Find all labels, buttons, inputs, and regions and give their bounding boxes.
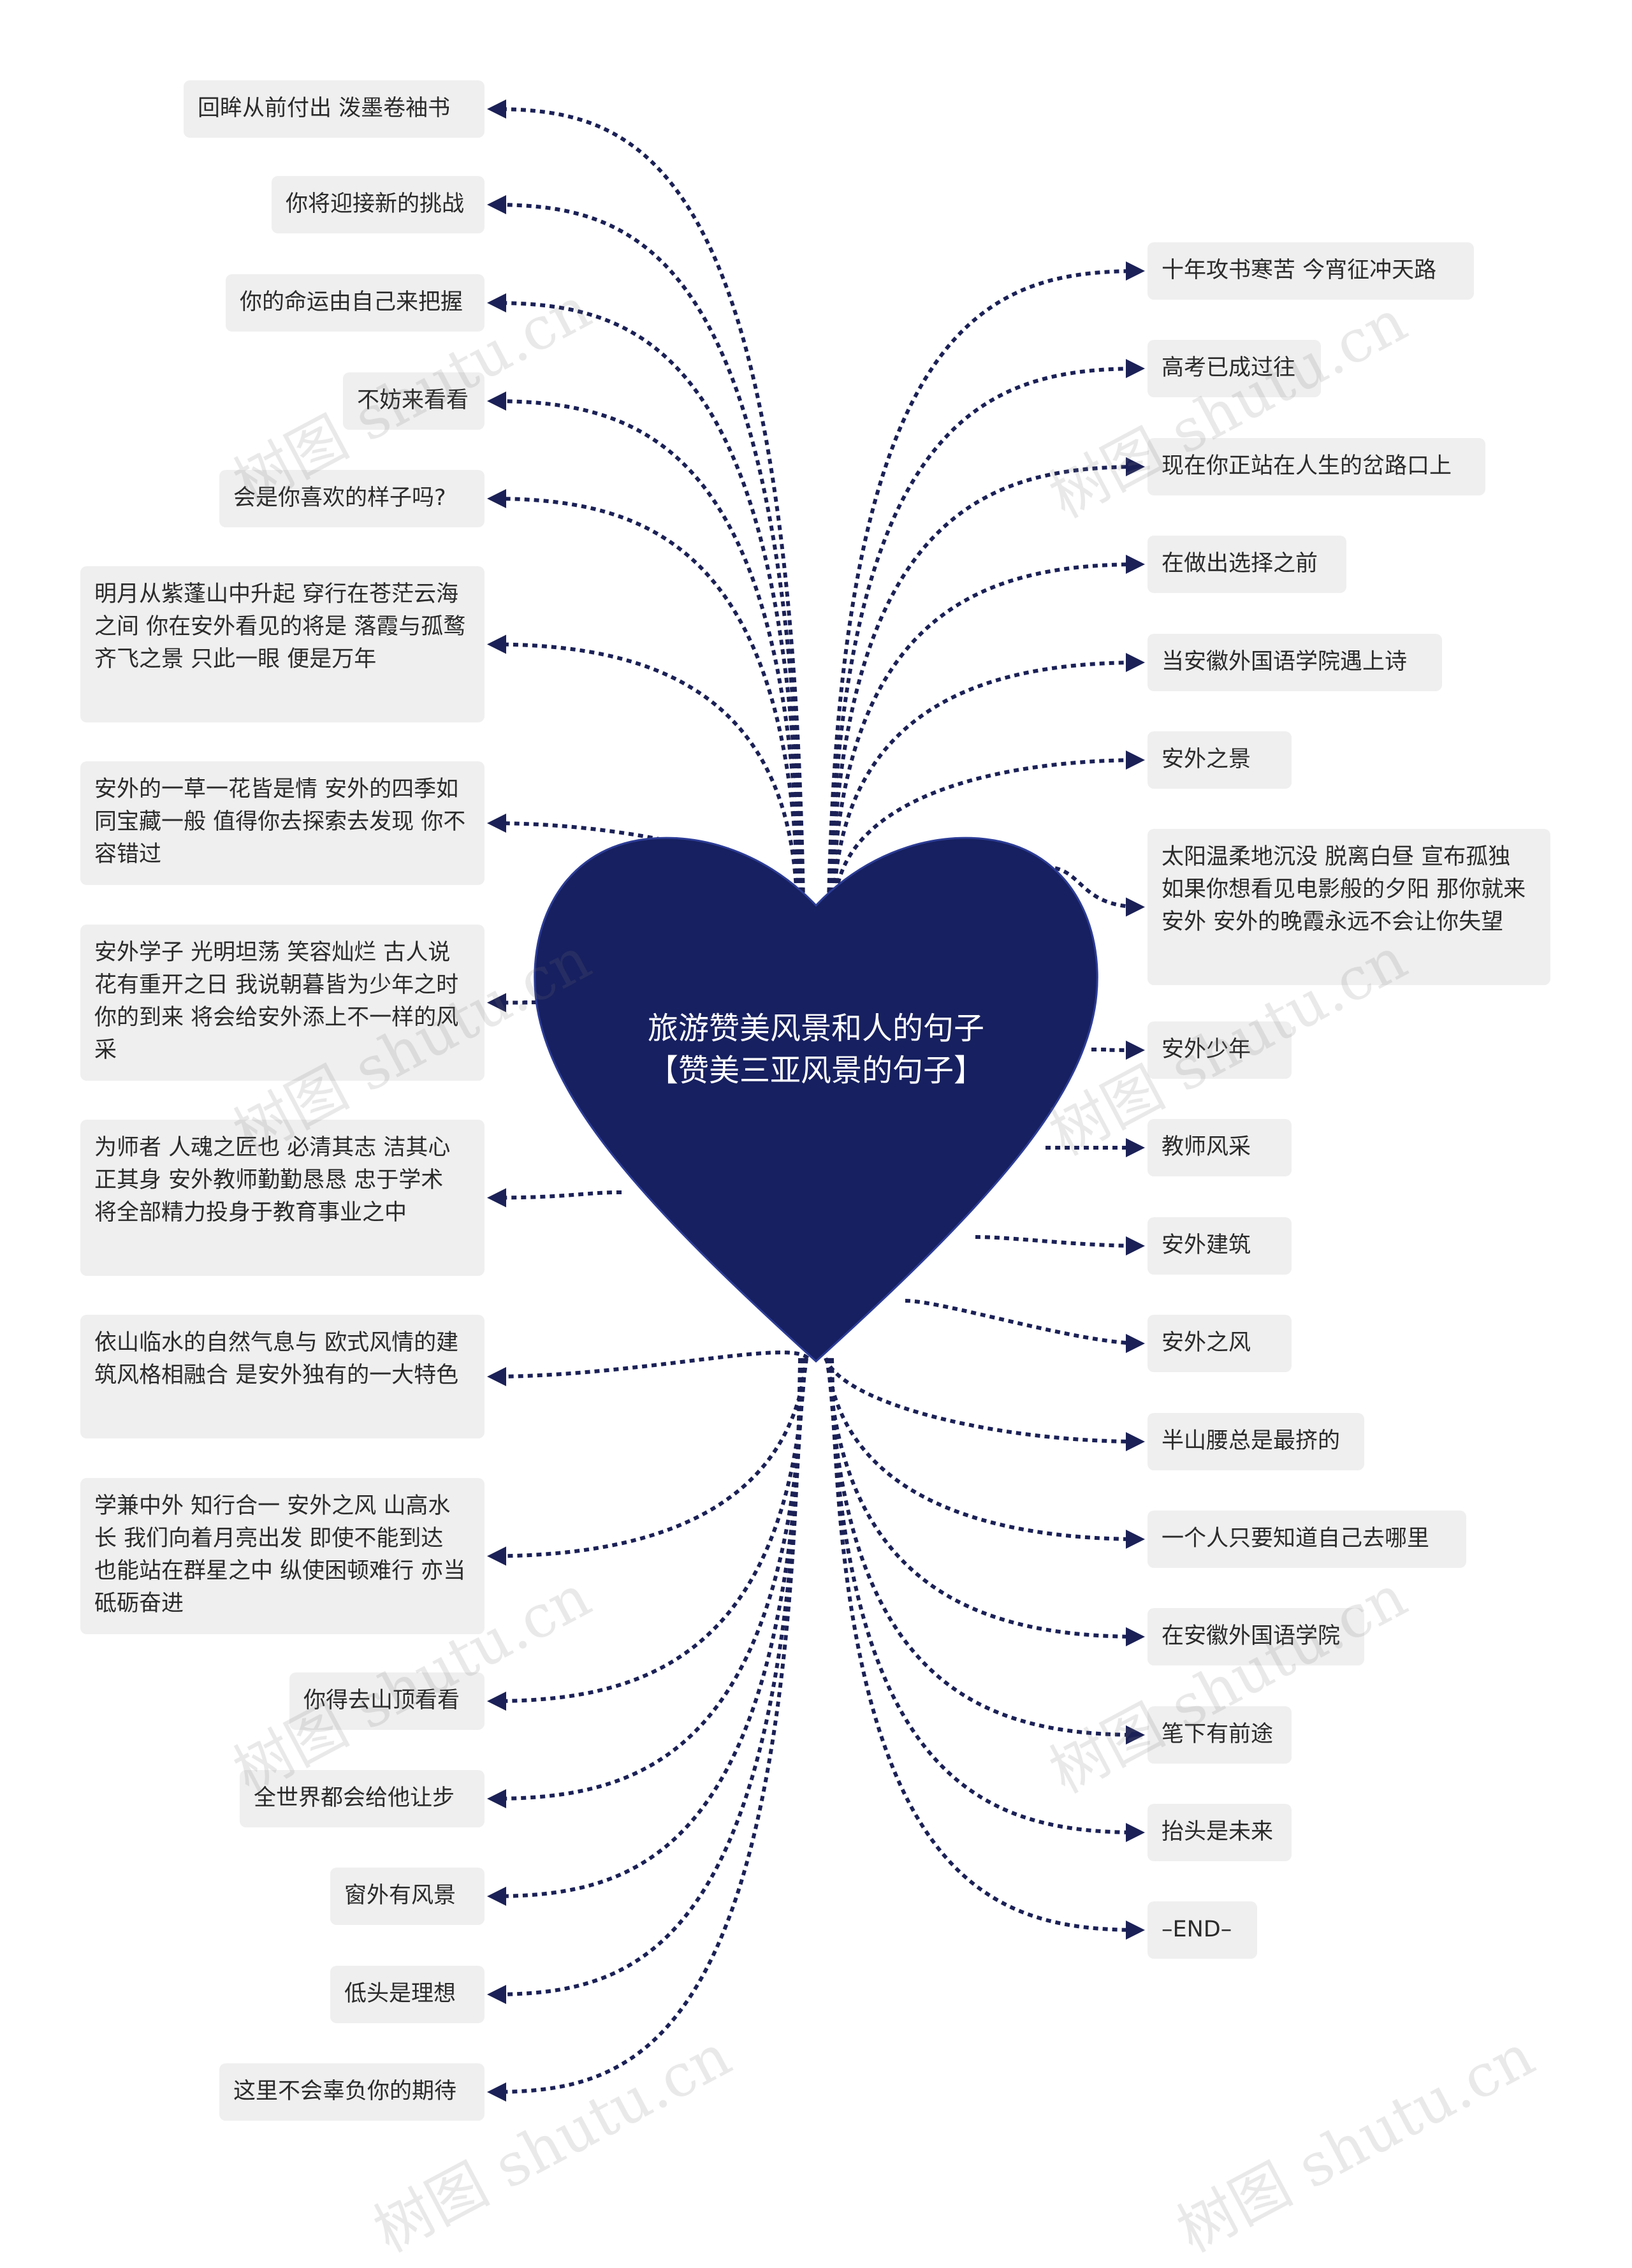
left-connector [487, 634, 799, 903]
right-connector [827, 261, 1145, 903]
right-branch-node[interactable]: 在做出选择之前 [1148, 536, 1346, 593]
right-connector [833, 750, 1145, 903]
left-connector [487, 99, 805, 903]
right-branch-node[interactable]: 半山腰总是最挤的 [1148, 1413, 1364, 1470]
right-connector [826, 1357, 1145, 1646]
right-connector [825, 1357, 1145, 1549]
right-connector [824, 1357, 1145, 1451]
left-connector [487, 1350, 810, 1386]
right-connector [905, 1299, 1145, 1353]
left-connector [487, 489, 800, 903]
central-topic-line-1: 旅游赞美风景和人的句子 [647, 1011, 984, 1046]
left-branch-node[interactable]: 你的命运由自己来把握 [226, 274, 484, 332]
left-branch-node[interactable]: 窗外有风景 [330, 1868, 484, 1925]
connector-lines [487, 99, 1145, 2102]
right-branch-node[interactable]: 现在你正站在人生的岔路口上 [1148, 438, 1485, 495]
central-topic-heart[interactable] [0, 0, 1632, 2200]
left-branch-node[interactable]: 会是你喜欢的样子吗? [219, 470, 484, 527]
left-branch-node[interactable]: 你得去山顶看看 [289, 1672, 484, 1730]
left-connector [487, 1357, 808, 1566]
right-branch-node[interactable]: 笔下有前途 [1148, 1706, 1292, 1764]
left-connector [487, 993, 537, 1013]
left-connector [487, 1357, 806, 1808]
right-connector [829, 457, 1145, 903]
left-connector [487, 1357, 803, 2004]
right-branch-node[interactable]: 抬头是未来 [1148, 1804, 1292, 1861]
left-connector [487, 1357, 802, 2102]
left-connector [487, 391, 801, 903]
right-connector [830, 1357, 1145, 1940]
left-branch-node[interactable]: 安外的一草一花皆是情 安外的四季如同宝藏一般 值得你去探索去发现 你不容错过 [80, 761, 484, 885]
left-branch-node[interactable]: 全世界都会给他让步 [240, 1770, 484, 1827]
right-connector [829, 1357, 1145, 1842]
left-connector [487, 293, 803, 903]
left-branch-node[interactable]: 学兼中外 知行合一 安外之风 山高水长 我们向着月亮出发 即使不能到达 也能站在… [80, 1478, 484, 1634]
right-branch-node[interactable]: 十年攻书寒苦 今宵征冲天路 [1148, 242, 1474, 300]
right-branch-node[interactable]: 太阳温柔地沉没 脱离白昼 宣布孤独 如果你想看见电影般的夕阳 那你就来安外 安外… [1148, 829, 1550, 985]
right-branch-node[interactable]: 当安徽外国语学院遇上诗 [1148, 634, 1442, 691]
left-branch-node[interactable]: 安外学子 光明坦荡 笑容灿烂 古人说花有重开之日 我说朝暮皆为少年之时 你的到来… [80, 925, 484, 1081]
right-connector [832, 653, 1145, 903]
central-topic-title[interactable]: 旅游赞美风景和人的句子 【赞美三亚风景的句子】 [561, 1007, 1071, 1092]
right-connector [1045, 865, 1145, 917]
right-branch-node[interactable]: 安外之景 [1148, 731, 1292, 789]
right-branch-node[interactable]: 安外少年 [1148, 1021, 1292, 1079]
left-branch-node[interactable]: 低头是理想 [330, 1966, 484, 2023]
right-branch-node[interactable]: 高考已成过往 [1148, 340, 1321, 397]
central-topic-line-2: 【赞美三亚风景的句子】 [647, 1053, 984, 1088]
right-branch-node[interactable]: 安外建筑 [1148, 1217, 1292, 1275]
left-branch-node[interactable]: 你将迎接新的挑战 [272, 176, 484, 233]
left-branch-node[interactable]: 这里不会辜负你的期待 [219, 2063, 484, 2121]
right-connector [827, 1357, 1145, 1745]
right-connector [828, 359, 1145, 903]
left-branch-node[interactable]: 依山临水的自然气息与 欧式风情的建筑风格相融合 是安外独有的一大特色 [80, 1315, 484, 1438]
right-branch-node[interactable]: 教师风采 [1148, 1119, 1292, 1176]
left-branch-node[interactable]: 不妨来看看 [343, 372, 484, 430]
right-connector [831, 555, 1145, 903]
right-branch-node[interactable]: 在安徽外国语学院 [1148, 1608, 1364, 1665]
left-connector [487, 1188, 622, 1208]
left-branch-node[interactable]: 为师者 人魂之匠也 必清其志 洁其心 正其身 安外教师勤勤恳恳 忠于学术 将全部… [80, 1120, 484, 1276]
right-branch-node[interactable]: 安外之风 [1148, 1315, 1292, 1372]
left-branch-node[interactable]: 回眸从前付出 泼墨卷袖书 [184, 80, 484, 138]
left-connector [487, 1357, 805, 1906]
right-branch-node[interactable]: 一个人只要知道自己去哪里 [1148, 1511, 1466, 1568]
left-connector [487, 1357, 807, 1711]
left-branch-node[interactable]: 明月从紫蓬山中升起 穿行在苍茫云海之间 你在安外看见的将是 落霞与孤鹜齐飞之景 … [80, 566, 484, 722]
left-connector [487, 195, 804, 903]
right-branch-node[interactable]: –END– [1148, 1901, 1257, 1959]
